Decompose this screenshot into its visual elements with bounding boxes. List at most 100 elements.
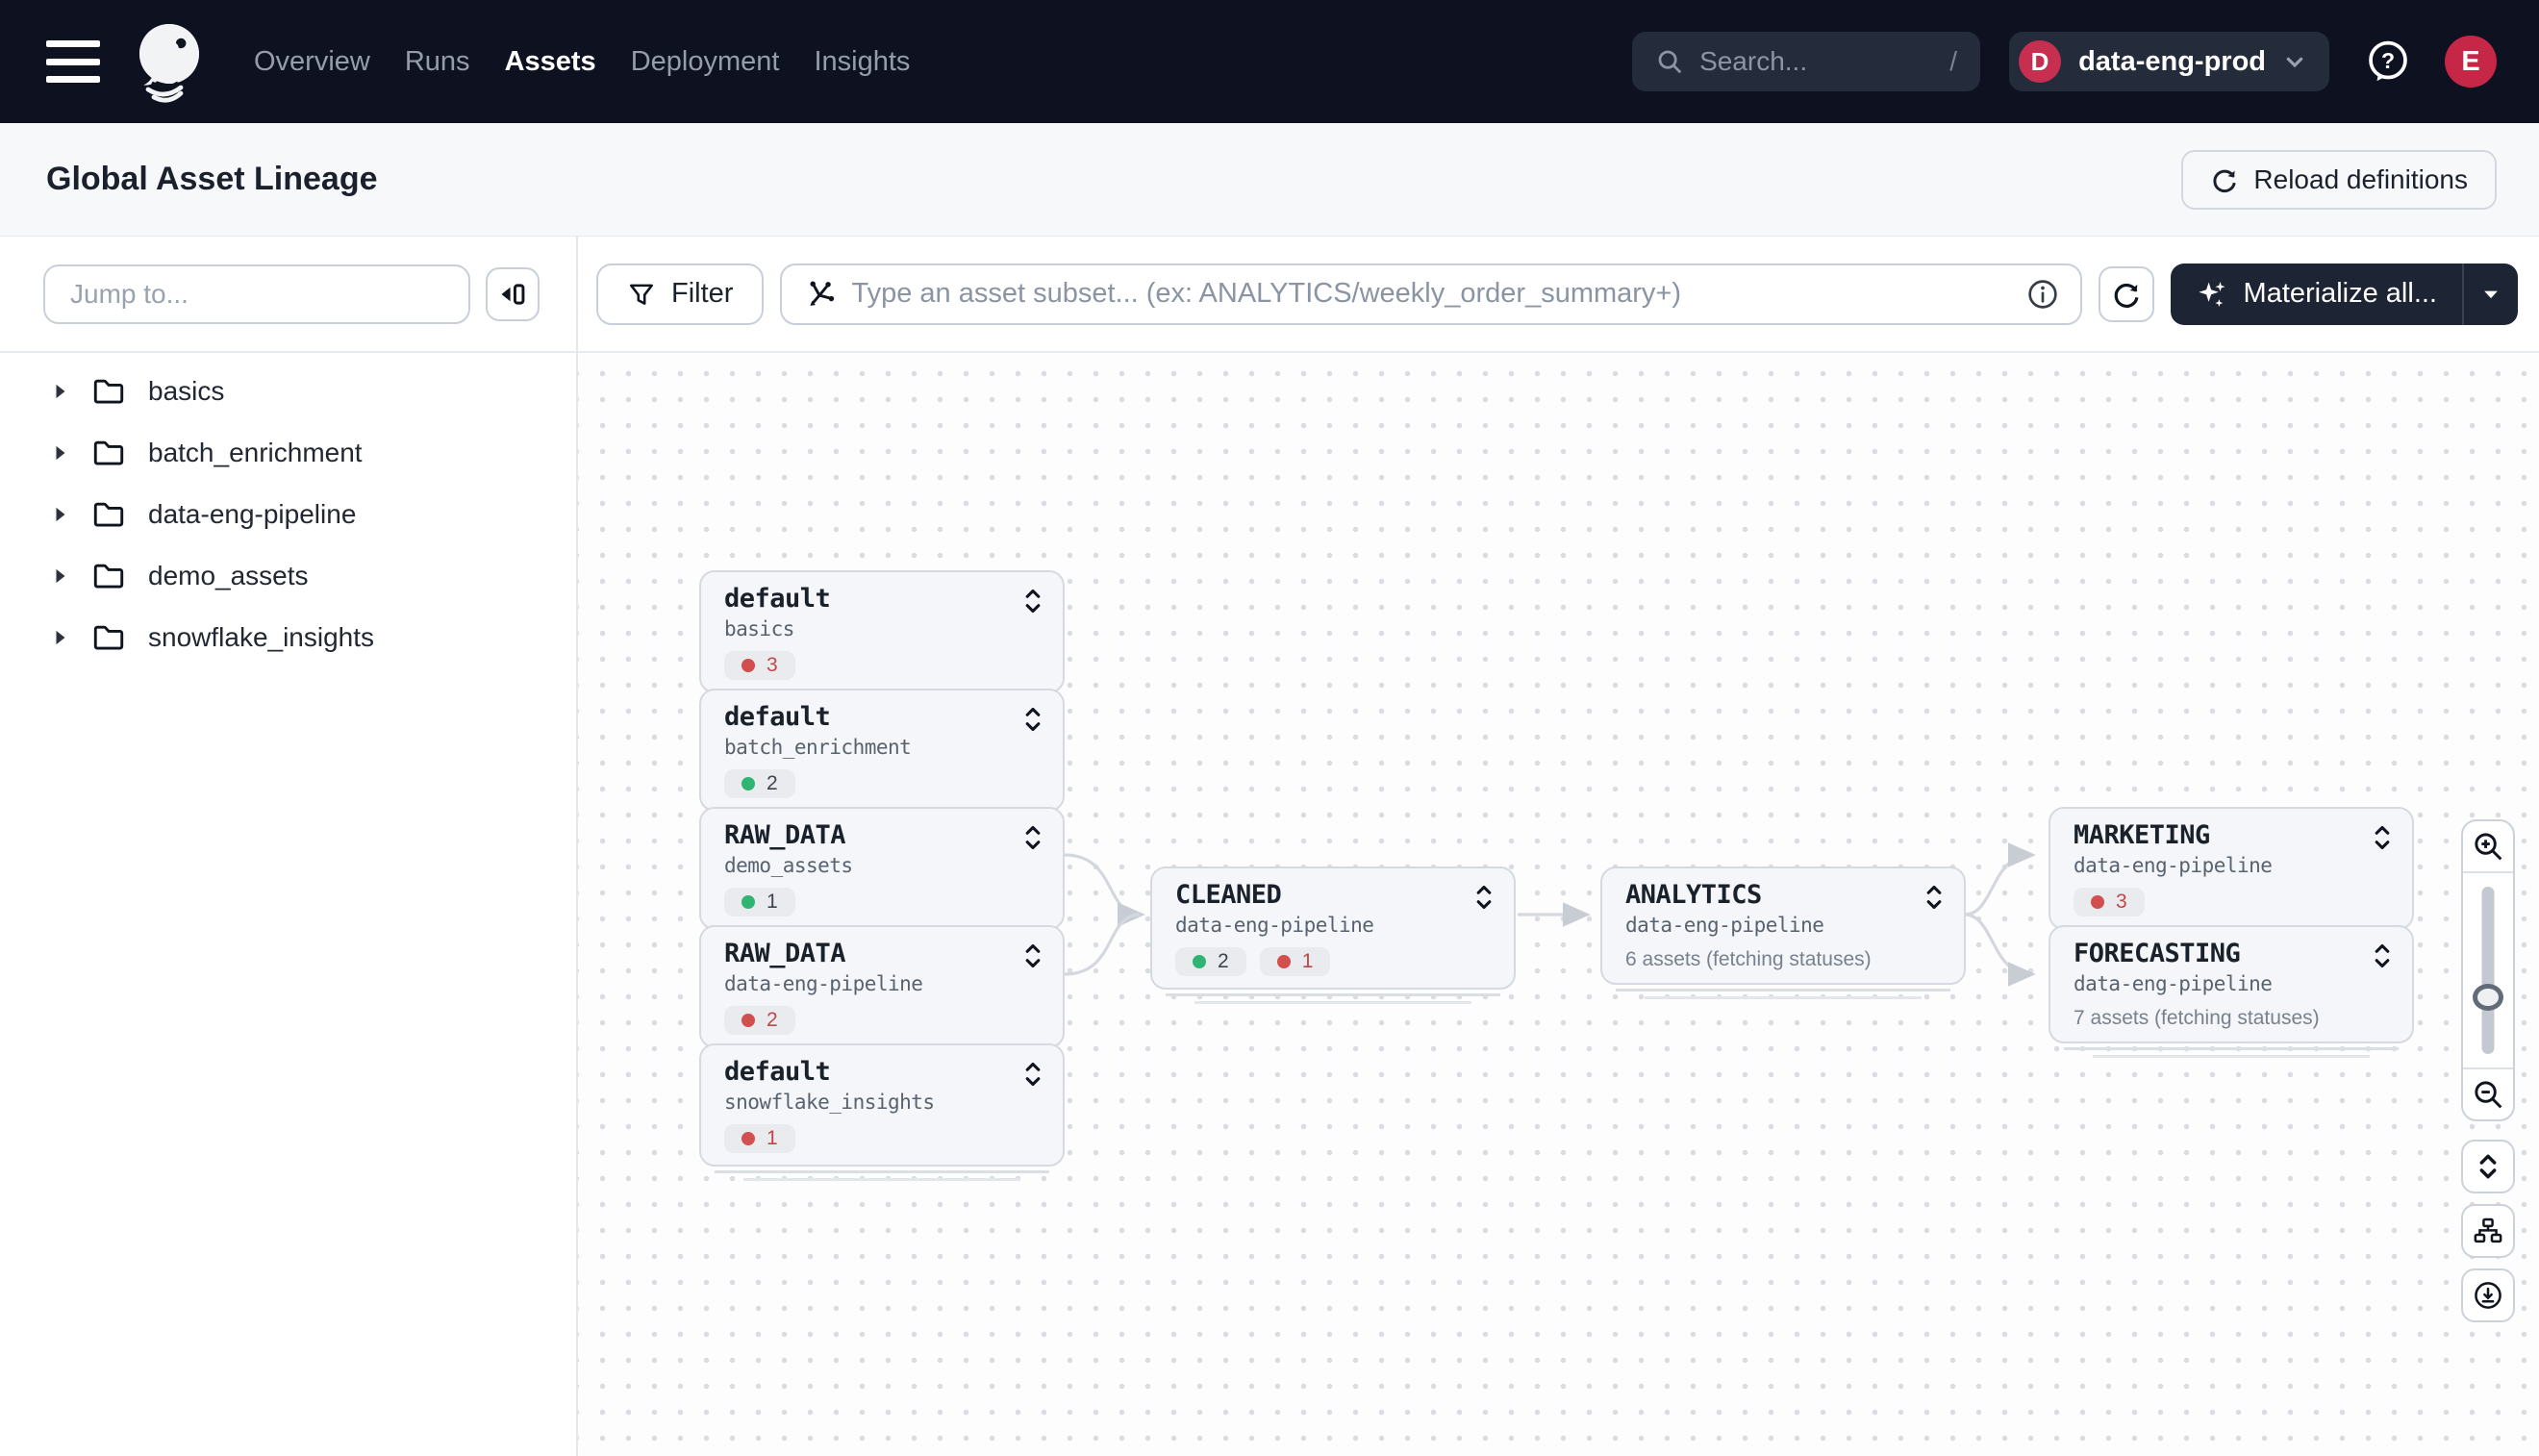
unfold-icon[interactable] — [1022, 824, 1043, 851]
status-count: 3 — [767, 654, 778, 676]
status-dot-icon — [742, 659, 755, 672]
asset-group-node-basics[interactable]: default basics 3 — [699, 570, 1065, 708]
status-count: 2 — [767, 772, 778, 794]
status-count: 2 — [1218, 950, 1229, 972]
caret-right-icon[interactable] — [54, 629, 69, 646]
deployment-switcher[interactable]: D data-eng-prod — [2009, 32, 2329, 91]
collapse-sidebar-button[interactable] — [486, 266, 540, 321]
filter-label: Filter — [671, 278, 734, 309]
nav-item-insights[interactable]: Insights — [814, 46, 911, 77]
zoom-out-icon — [2475, 1081, 2502, 1109]
caret-right-icon[interactable] — [54, 383, 69, 400]
asset-subset-input[interactable] — [851, 278, 2011, 310]
deployment-name: data-eng-prod — [2078, 45, 2266, 77]
sidebar-group-batch_enrichment[interactable]: batch_enrichment — [0, 422, 576, 484]
dagster-logo-icon[interactable] — [129, 19, 208, 104]
filter-button[interactable]: Filter — [596, 263, 765, 325]
lineage-toolbar: Filter — [578, 237, 2539, 353]
top-nav: Overview Runs Assets Deployment Insights Sea… — [0, 0, 2539, 123]
lineage-canvas[interactable]: default basics 3 default batch_enrichmen… — [578, 353, 2539, 1456]
info-icon[interactable] — [2026, 278, 2059, 311]
status-badge-error: 1 — [724, 1124, 795, 1153]
reload-label: Reload definitions — [2253, 163, 2468, 194]
expand-collapse-all-button[interactable] — [2461, 1140, 2515, 1193]
node-title: default — [724, 702, 831, 732]
status-badge-success: 2 — [1175, 947, 1246, 976]
node-status-badges: 1 — [724, 1124, 1043, 1153]
zoom-in-icon — [2475, 833, 2502, 861]
node-status-badges: 2 — [724, 769, 1043, 798]
sidebar-group-data-eng-pipeline[interactable]: data-eng-pipeline — [0, 484, 576, 545]
zoom-slider-thumb[interactable] — [2473, 984, 2503, 1012]
global-search[interactable]: Search... / — [1632, 32, 1981, 91]
node-group-path: data-eng-pipeline — [2074, 972, 2273, 995]
folder-icon — [92, 623, 125, 652]
reload-icon — [2210, 165, 2239, 194]
materialize-options-button[interactable] — [2462, 263, 2518, 325]
sparkles-icon — [2196, 278, 2228, 311]
lineage-panel: Filter — [578, 237, 2539, 1456]
layout-button[interactable] — [2461, 1204, 2515, 1258]
help-icon[interactable]: ? — [2366, 39, 2410, 84]
zoom-slider[interactable] — [2463, 873, 2513, 1067]
status-badge-success: 2 — [724, 769, 795, 798]
unfold-icon[interactable] — [2372, 942, 2393, 969]
node-group-path: snowflake_insights — [724, 1091, 935, 1114]
unfold-icon[interactable] — [1022, 1061, 1043, 1088]
status-badge-error: 3 — [724, 651, 795, 680]
unfold-icon[interactable] — [1022, 942, 1043, 969]
unfold-icon[interactable] — [1022, 588, 1043, 615]
nav-item-deployment[interactable]: Deployment — [630, 46, 780, 77]
nav-item-overview[interactable]: Overview — [254, 46, 370, 77]
asset-group-node-raw_demo[interactable]: RAW_DATA demo_assets 1 — [699, 807, 1065, 944]
asset-group-node-snowflake[interactable]: default snowflake_insights 1 — [699, 1043, 1065, 1181]
folder-icon — [92, 500, 125, 529]
refresh-button[interactable] — [2098, 265, 2154, 322]
node-group-path: demo_assets — [724, 854, 853, 877]
jump-to-input[interactable] — [43, 264, 470, 324]
group-label: basics — [148, 376, 225, 406]
folder-icon — [92, 377, 125, 406]
caret-right-icon[interactable] — [54, 444, 69, 462]
status-dot-icon — [742, 1132, 755, 1145]
status-badge-error: 2 — [724, 1006, 795, 1035]
caret-right-icon[interactable] — [54, 506, 69, 523]
panel-collapse-icon — [501, 283, 525, 305]
node-title: CLEANED — [1175, 880, 1282, 910]
node-title: RAW_DATA — [724, 939, 846, 968]
nav-item-runs[interactable]: Runs — [404, 46, 470, 77]
zoom-slider-track[interactable] — [2481, 887, 2495, 1054]
node-title: MARKETING — [2074, 820, 2210, 850]
caret-down-icon — [2484, 290, 2498, 298]
download-button[interactable] — [2461, 1268, 2515, 1322]
menu-icon[interactable] — [46, 40, 102, 83]
sidebar-group-snowflake_insights[interactable]: snowflake_insights — [0, 607, 576, 668]
asset-group-node-raw_dep[interactable]: RAW_DATA data-eng-pipeline 2 — [699, 925, 1065, 1063]
materialize-all-button[interactable]: Materialize all... — [2171, 264, 2462, 325]
node-group-path: data-eng-pipeline — [724, 972, 923, 995]
zoom-out-button[interactable] — [2463, 1067, 2513, 1119]
nav-item-assets[interactable]: Assets — [504, 46, 596, 77]
status-count: 3 — [2116, 891, 2127, 913]
unfold-icon[interactable] — [1022, 706, 1043, 733]
unfold-icon[interactable] — [2372, 824, 2393, 851]
asset-subset-field — [780, 263, 2082, 325]
unfold-icon[interactable] — [1473, 884, 1495, 911]
group-label: batch_enrichment — [148, 438, 363, 467]
zoom-in-button[interactable] — [2463, 821, 2513, 873]
reload-definitions-button[interactable]: Reload definitions — [2181, 149, 2497, 210]
asset-groups-sidebar: basics batch_enrichment data-eng-pipelin… — [0, 237, 578, 1456]
sidebar-group-basics[interactable]: basics — [0, 361, 576, 422]
asset-group-node-forecasting[interactable]: FORECASTING data-eng-pipeline 7 assets (… — [2049, 925, 2414, 1058]
status-dot-icon — [1276, 955, 1291, 968]
asset-group-node-batch[interactable]: default batch_enrichment 2 — [699, 689, 1065, 826]
sidebar-group-demo_assets[interactable]: demo_assets — [0, 545, 576, 607]
caret-right-icon[interactable] — [54, 567, 69, 585]
folder-icon — [92, 439, 125, 467]
user-avatar[interactable]: E — [2445, 36, 2497, 88]
unfold-icon[interactable] — [1923, 884, 1945, 911]
asset-group-node-marketing[interactable]: MARKETING data-eng-pipeline 3 — [2049, 807, 2414, 944]
asset-group-node-analytics[interactable]: ANALYTICS data-eng-pipeline 6 assets (fe… — [1600, 866, 1966, 999]
